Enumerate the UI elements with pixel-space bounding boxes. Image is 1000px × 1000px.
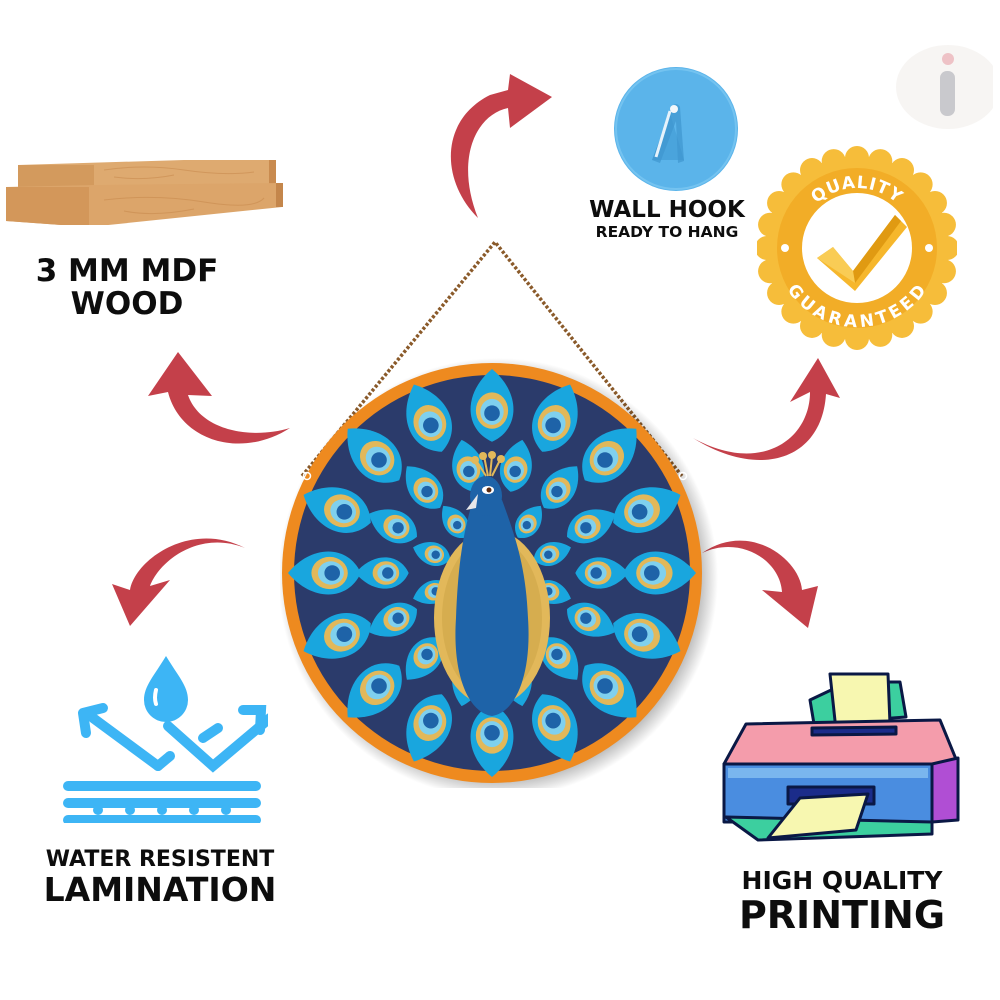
hook-label-line1: WALL HOOK [589, 197, 745, 223]
feather-eye [303, 613, 371, 659]
badge-scallop-bump [821, 149, 846, 174]
badge-scallop-bump [767, 281, 792, 305]
badge-scallop-bump [821, 322, 846, 347]
badge-scallop-bump [800, 158, 824, 183]
feather-eye [442, 505, 469, 538]
feather-eye [470, 369, 514, 442]
feather-eye [533, 542, 571, 567]
feather-eye [406, 694, 452, 762]
feather-eye [515, 505, 542, 538]
feather-eye [540, 466, 579, 509]
feather-eye [303, 487, 371, 533]
info-logo-icon [893, 42, 993, 132]
printing-label-line2: PRINTING [738, 893, 946, 938]
badge-scallop-bump [922, 281, 947, 305]
water-label: WATER RESISTENT LAMINATION [25, 848, 295, 908]
hook-label: WALL HOOK READY TO HANG [572, 197, 762, 242]
badge-scallop-bump [781, 299, 806, 324]
feather-eye [347, 428, 402, 483]
feather-eye [405, 637, 444, 680]
arrow-to-hook [450, 74, 552, 218]
peacock-icon [280, 239, 718, 788]
feather-eye [347, 663, 402, 718]
feather-eye [288, 551, 361, 595]
badge-scallop-bump [868, 322, 893, 347]
mdf-label-line1: 3 MM MDF [35, 253, 219, 289]
badge-scallop-bump [767, 191, 792, 215]
feather-eye [540, 637, 579, 680]
feather-eye [369, 509, 417, 544]
feather-eye [413, 542, 451, 567]
mdf-label-line2: WOOD [70, 285, 184, 322]
badge-scallop-bump [845, 146, 869, 170]
badge-scallop-bump [931, 259, 956, 284]
water-drop-icon [58, 648, 268, 823]
peacock-body [434, 451, 550, 716]
wall-hook-icon [612, 65, 742, 195]
feather-eye [406, 384, 452, 452]
printing-label: HIGH QUALITY PRINTING [722, 866, 962, 938]
hook-label-line2: READY TO HANG [595, 223, 739, 242]
badge-scallop-bump [908, 172, 933, 197]
feather-eye [532, 694, 578, 762]
feather-eye [613, 613, 681, 659]
feather-eye [532, 384, 578, 452]
water-label-line2: LAMINATION [43, 870, 277, 910]
feather-eye [567, 509, 615, 544]
mdf-label: 3 MM MDF WOOD [22, 255, 232, 320]
badge-scallop-bump [800, 313, 824, 338]
feather-eye [575, 557, 629, 589]
badge-scallop-bump [868, 149, 893, 174]
printing-label-line1: HIGH QUALITY [741, 866, 943, 895]
badge-scallop-bump [781, 172, 806, 197]
badge-scallop-bump [922, 191, 947, 215]
badge-scallop-bump [890, 158, 914, 183]
feather-eye [355, 557, 409, 589]
peacock-wall-hanging [280, 238, 720, 788]
feather-eye [499, 439, 532, 492]
badge-scallop-bump [890, 313, 914, 338]
feather-eye [452, 439, 485, 492]
checkmark-badge-icon [817, 215, 907, 291]
badge-scallop-bump [931, 212, 956, 237]
feather-eye [582, 428, 637, 483]
badge-scallop-bump [758, 259, 783, 284]
arrow-to-water [112, 538, 245, 626]
badge-scallop-bump [935, 236, 957, 260]
badge-scallop-bump [908, 299, 933, 324]
feather-eye [405, 466, 444, 509]
feather-eye [470, 704, 514, 777]
badge-scallop-bump [757, 236, 779, 260]
badge-scallop-bump [845, 326, 869, 350]
arrow-to-mdf [148, 352, 290, 444]
feather-eye [613, 487, 681, 533]
feather-eye [369, 602, 417, 637]
feather-eye [623, 551, 696, 595]
wood-planks-icon [4, 145, 284, 225]
quality-badge: QUALITY GUARANTEED [757, 143, 957, 353]
feather-eye [582, 663, 637, 718]
feather-eye [567, 602, 615, 637]
printer-icon [718, 672, 963, 842]
hanging-cord [300, 239, 684, 478]
badge-scallop-bump [758, 212, 783, 237]
water-label-line1: WATER RESISTENT [45, 847, 275, 872]
